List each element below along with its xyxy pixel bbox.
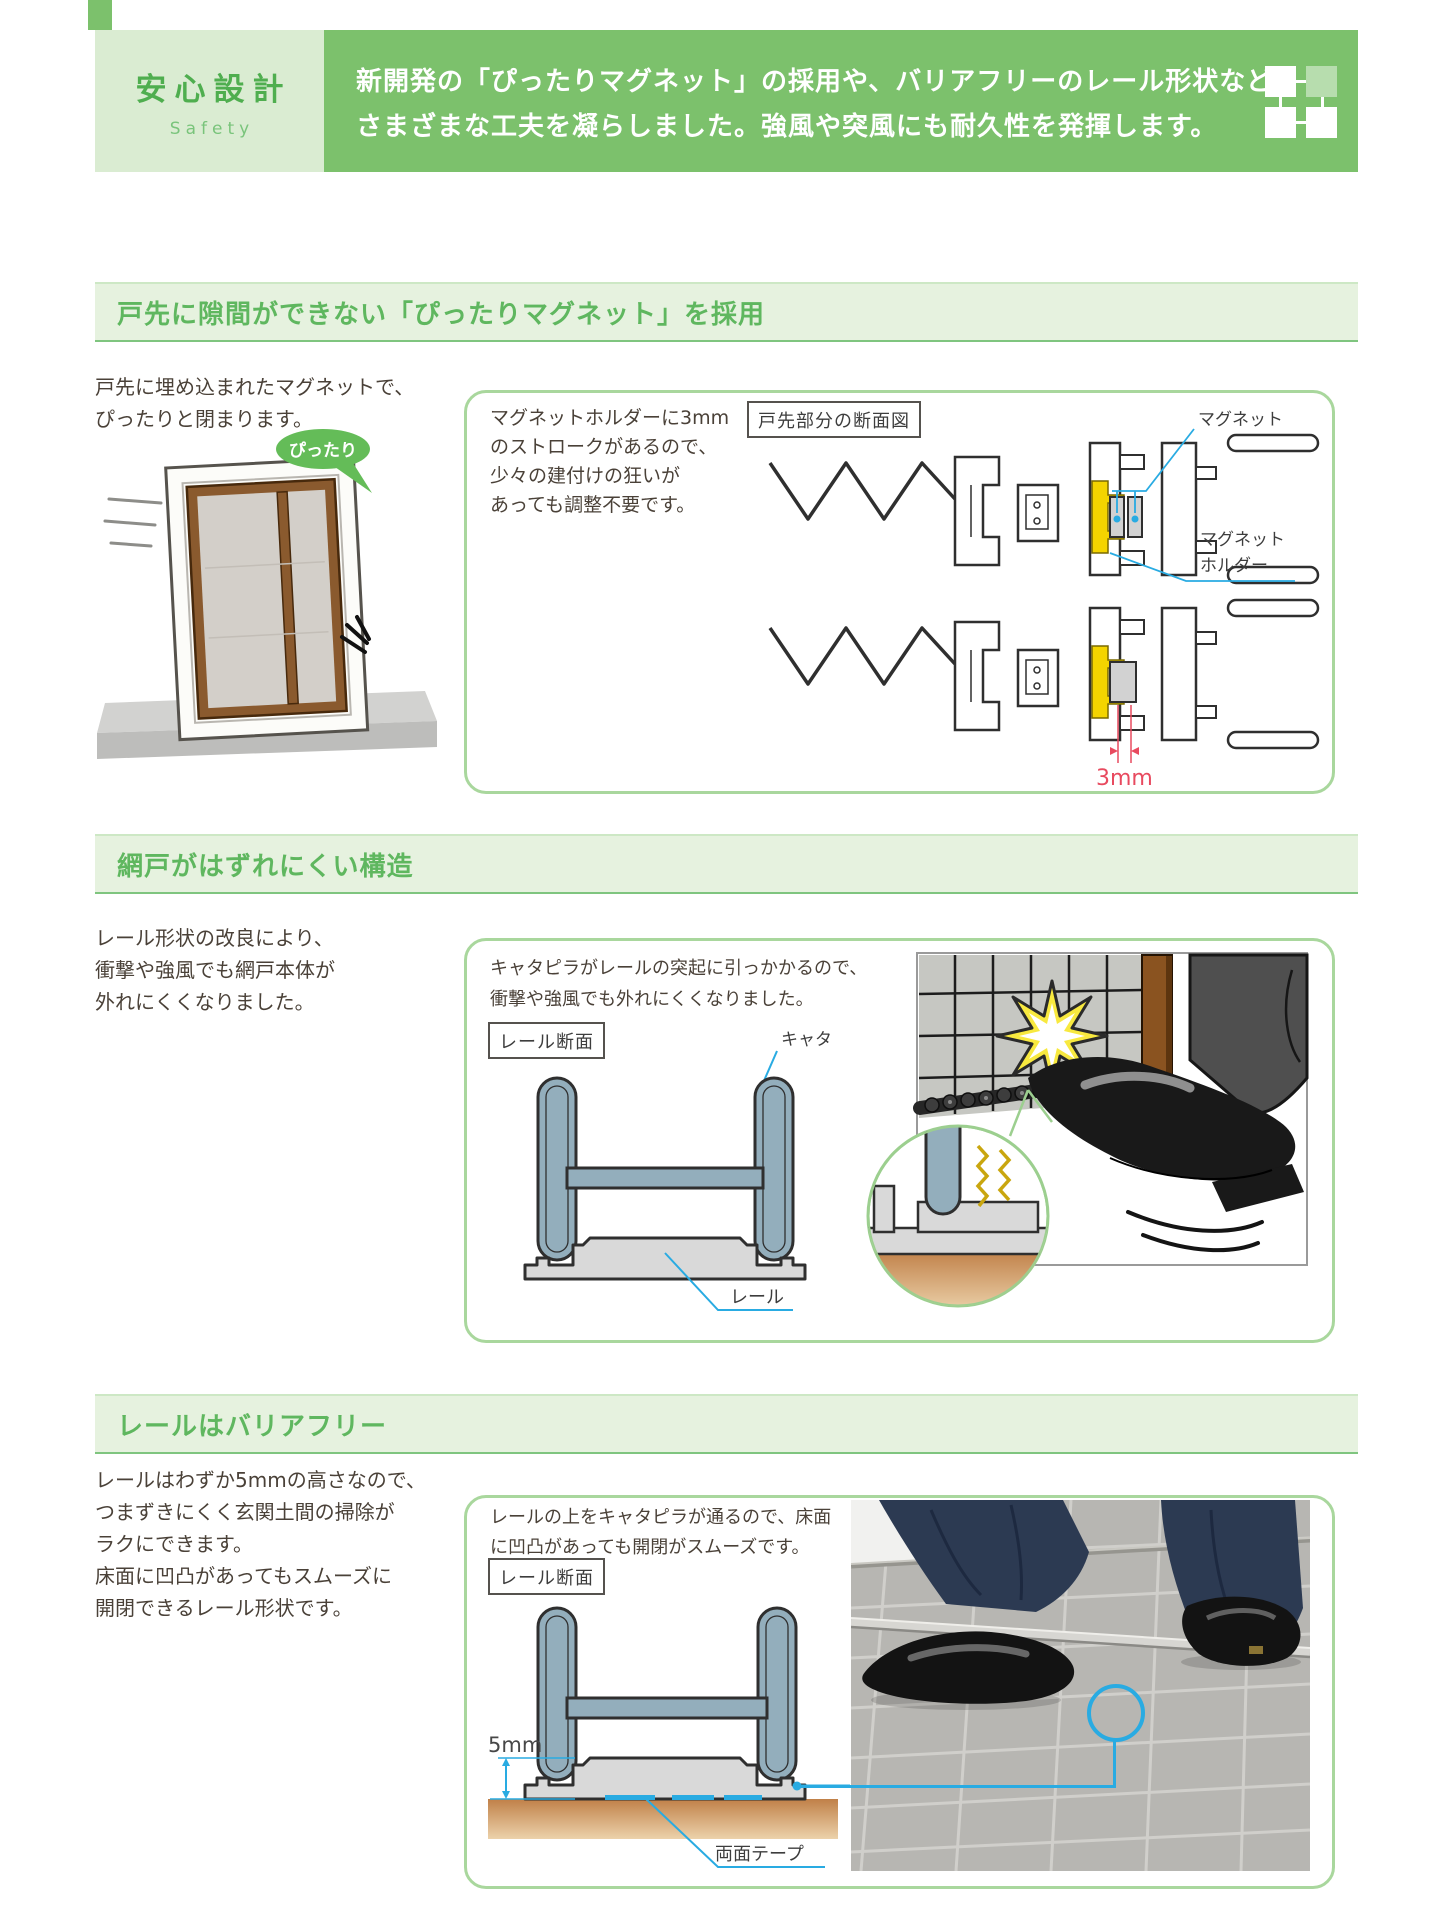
door-closing-illustration: ぴったり (97, 429, 437, 759)
rail-profile (523, 1236, 807, 1281)
s2-lead-line2: 衝撃や強風でも網戸本体が (95, 958, 335, 982)
s3-note-line1: レールの上をキャタピラが通るので、床面 (490, 1507, 832, 1528)
section1-heading-text: 戸先に隙間ができない「ぴったりマグネット」を採用 (117, 299, 766, 330)
section3-heading: レールはバリアフリー (95, 1394, 1358, 1454)
callout-connector-vertical (1113, 1740, 1116, 1788)
starburst-core (1019, 1003, 1085, 1069)
section2-lead: レール形状の改良により、 衝撃や強風でも網戸本体が 外れにくくなりました。 (95, 922, 335, 1018)
s1-note-line3: 少々の建付けの狂いが (490, 465, 681, 487)
tape-label: 両面テープ (715, 1844, 804, 1865)
section3-note: レールの上をキャタピラが通るので、床面 に凹凸があっても開閉がスムーズです。 (490, 1503, 831, 1563)
s2-note-line2: 衝撃や強風でも外れにくくなりました。 (490, 989, 814, 1010)
section1-lead-line1: 戸先に埋め込まれたマグネットで、 (95, 375, 415, 399)
pittari-speech-bubble: ぴったり (276, 429, 372, 493)
caterpillar-bars (536, 1606, 798, 1782)
vibration-squiggle (975, 1144, 990, 1208)
barrier-free-photo (851, 1500, 1310, 1871)
section3-lead: レールはわずか5mmの高さなので、 つまずきにくく玄関土間の掃除が ラクにできま… (95, 1464, 426, 1624)
s3-lead-line1: レールはわずか5mmの高さなので、 (95, 1468, 426, 1492)
vibration-squiggle2 (997, 1148, 1012, 1202)
3mm-label: 3mm (1096, 766, 1153, 791)
swing-motion-lines (1126, 1210, 1264, 1253)
magnet-pair-open (1109, 496, 1143, 538)
s3-lead-line2: つまずきにくく玄関土間の掃除が (95, 1500, 395, 1524)
section1-lead-line2: ぴったりと閉まります。 (95, 407, 313, 431)
s2-lead-line3: 外れにくくなりました。 (95, 990, 315, 1014)
bubble-label: ぴったり (289, 441, 357, 461)
magnet-closed (1109, 661, 1137, 703)
s1-note-line1: マグネットホルダーに3mm (490, 407, 730, 429)
kicking-shoe (1028, 1056, 1304, 1212)
rail-cross-section-diagram: キャタピラ レール (523, 1030, 835, 1311)
page-subtitle: Safety (169, 119, 255, 139)
s1-note-line2: のストロークがあるので、 (490, 436, 718, 458)
section2-heading: 網戸がはずれにくい構造 (95, 834, 1358, 894)
photo-highlight-circle (1087, 1684, 1145, 1742)
s1-note-line4: あっても調整不要です。 (490, 494, 696, 516)
shoe-buckle (1249, 1646, 1263, 1654)
header-band: 新開発の「ぴったりマグネット」の採用や、バリアフリーのレール形状など、 さまざま… (324, 30, 1358, 172)
magnet-label: マグネット (1198, 410, 1283, 430)
section3-diagram-tag: レール断面 (488, 1558, 605, 1595)
s3-lead-line4: 床面に凹凸があってもスムーズに (95, 1564, 392, 1588)
magnet-leader-line (1112, 428, 1195, 513)
page-title: 安心設計 (135, 72, 292, 108)
left-leg (862, 1500, 1089, 1704)
section1-heading: 戸先に隙間ができない「ぴったりマグネット」を採用 (95, 282, 1358, 342)
s2-note-line1: キャタピラがレールの突起に引っかかるので、 (490, 958, 868, 979)
holder-label-line2: ホルダー (1200, 556, 1268, 576)
3mm-dimension: 3mm (1096, 705, 1153, 791)
holder-label-line1: マグネット (1200, 530, 1285, 550)
callout-connector-horizontal (797, 1785, 1115, 1788)
caterpillar-label: キャタピラ (781, 1030, 835, 1050)
four-squares-icon (1265, 66, 1337, 138)
header-label-box: 安心設計 Safety (95, 30, 324, 172)
rail-leader (664, 1252, 793, 1311)
kick-resistance-illustration (866, 952, 1309, 1308)
section2-diagram-tag: レール断面 (488, 1022, 605, 1059)
impact-mark (340, 615, 371, 654)
tape-leader (643, 1796, 825, 1868)
caterpillar-bars (536, 1076, 795, 1262)
header-corner-tab (88, 0, 112, 30)
5mm-label: 5mm (488, 1733, 542, 1757)
double-sided-tape (605, 1795, 762, 1800)
header-desc-line2: さまざまな工夫を凝らしました。強風や突風にも耐久性を発揮します。 (356, 112, 1218, 142)
barrier-free-rail-diagram: 5mm 両面テープ (488, 1606, 850, 1868)
s2-lead-line1: レール形状の改良により、 (95, 926, 334, 950)
magnet-cross-section-diagram: マグネット マグネット ホルダー 3mm (768, 410, 1320, 791)
section3-heading-text: レールはバリアフリー (117, 1411, 388, 1442)
rail-label: レール (730, 1287, 784, 1308)
pant-crease (1284, 969, 1302, 1063)
magnifier-wedge (1008, 1089, 1053, 1137)
section2-note: キャタピラがレールの突起に引っかかるので、 衝撃や強風でも外れにくくなりました。 (490, 953, 867, 1015)
section1-diagram-tag: 戸先部分の断面図 (747, 401, 921, 438)
header-description: 新開発の「ぴったりマグネット」の採用や、バリアフリーのレール形状など、 さまざま… (356, 60, 1299, 150)
s3-note-line2: に凹凸があっても開閉がスムーズです。 (490, 1537, 810, 1558)
header-desc-line1: 新開発の「ぴったりマグネット」の採用や、バリアフリーのレール形状など、 (356, 67, 1299, 97)
section1-lead: 戸先に埋め込まれたマグネットで、 ぴったりと閉まります。 (95, 371, 414, 435)
door-frame-shadow (1166, 956, 1172, 1104)
ground (488, 1799, 838, 1839)
holder-leader-line (1109, 552, 1295, 582)
section2-heading-text: 網戸がはずれにくい構造 (117, 851, 414, 882)
motion-lines (103, 497, 163, 548)
s3-lead-line5: 開閉できるレール形状です。 (95, 1596, 353, 1620)
5mm-dimension: 5mm (488, 1733, 575, 1800)
screen-door (164, 456, 370, 742)
section1-note: マグネットホルダーに3mm のストロークがあるので、 少々の建付けの狂いが あっ… (490, 404, 729, 520)
caterpillar-leader (762, 1050, 778, 1084)
right-leg (1161, 1500, 1303, 1666)
s3-lead-line3: ラクにできます。 (95, 1532, 253, 1556)
